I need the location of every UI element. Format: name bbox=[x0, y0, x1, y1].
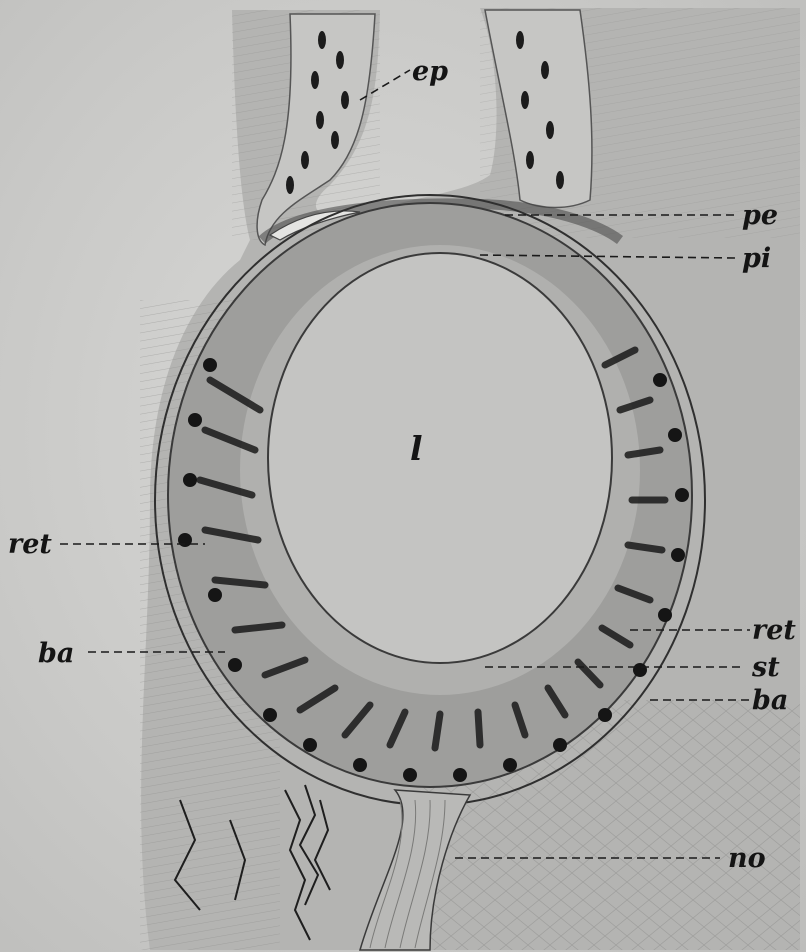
label-pellucida-interna: pi bbox=[742, 245, 771, 272]
label-epithelium: ep bbox=[412, 58, 448, 85]
label-pellucida-externa: pe bbox=[742, 202, 778, 229]
label-rods: st bbox=[752, 654, 780, 681]
label-retina-left: ret bbox=[8, 531, 52, 558]
label-basal-left: ba bbox=[38, 640, 74, 667]
label-lumen: l bbox=[410, 432, 423, 465]
label-optic-nerve: no bbox=[728, 845, 766, 872]
label-basal-right: ba bbox=[752, 687, 788, 714]
lumen bbox=[268, 253, 612, 663]
label-retina-right: ret bbox=[752, 617, 796, 644]
